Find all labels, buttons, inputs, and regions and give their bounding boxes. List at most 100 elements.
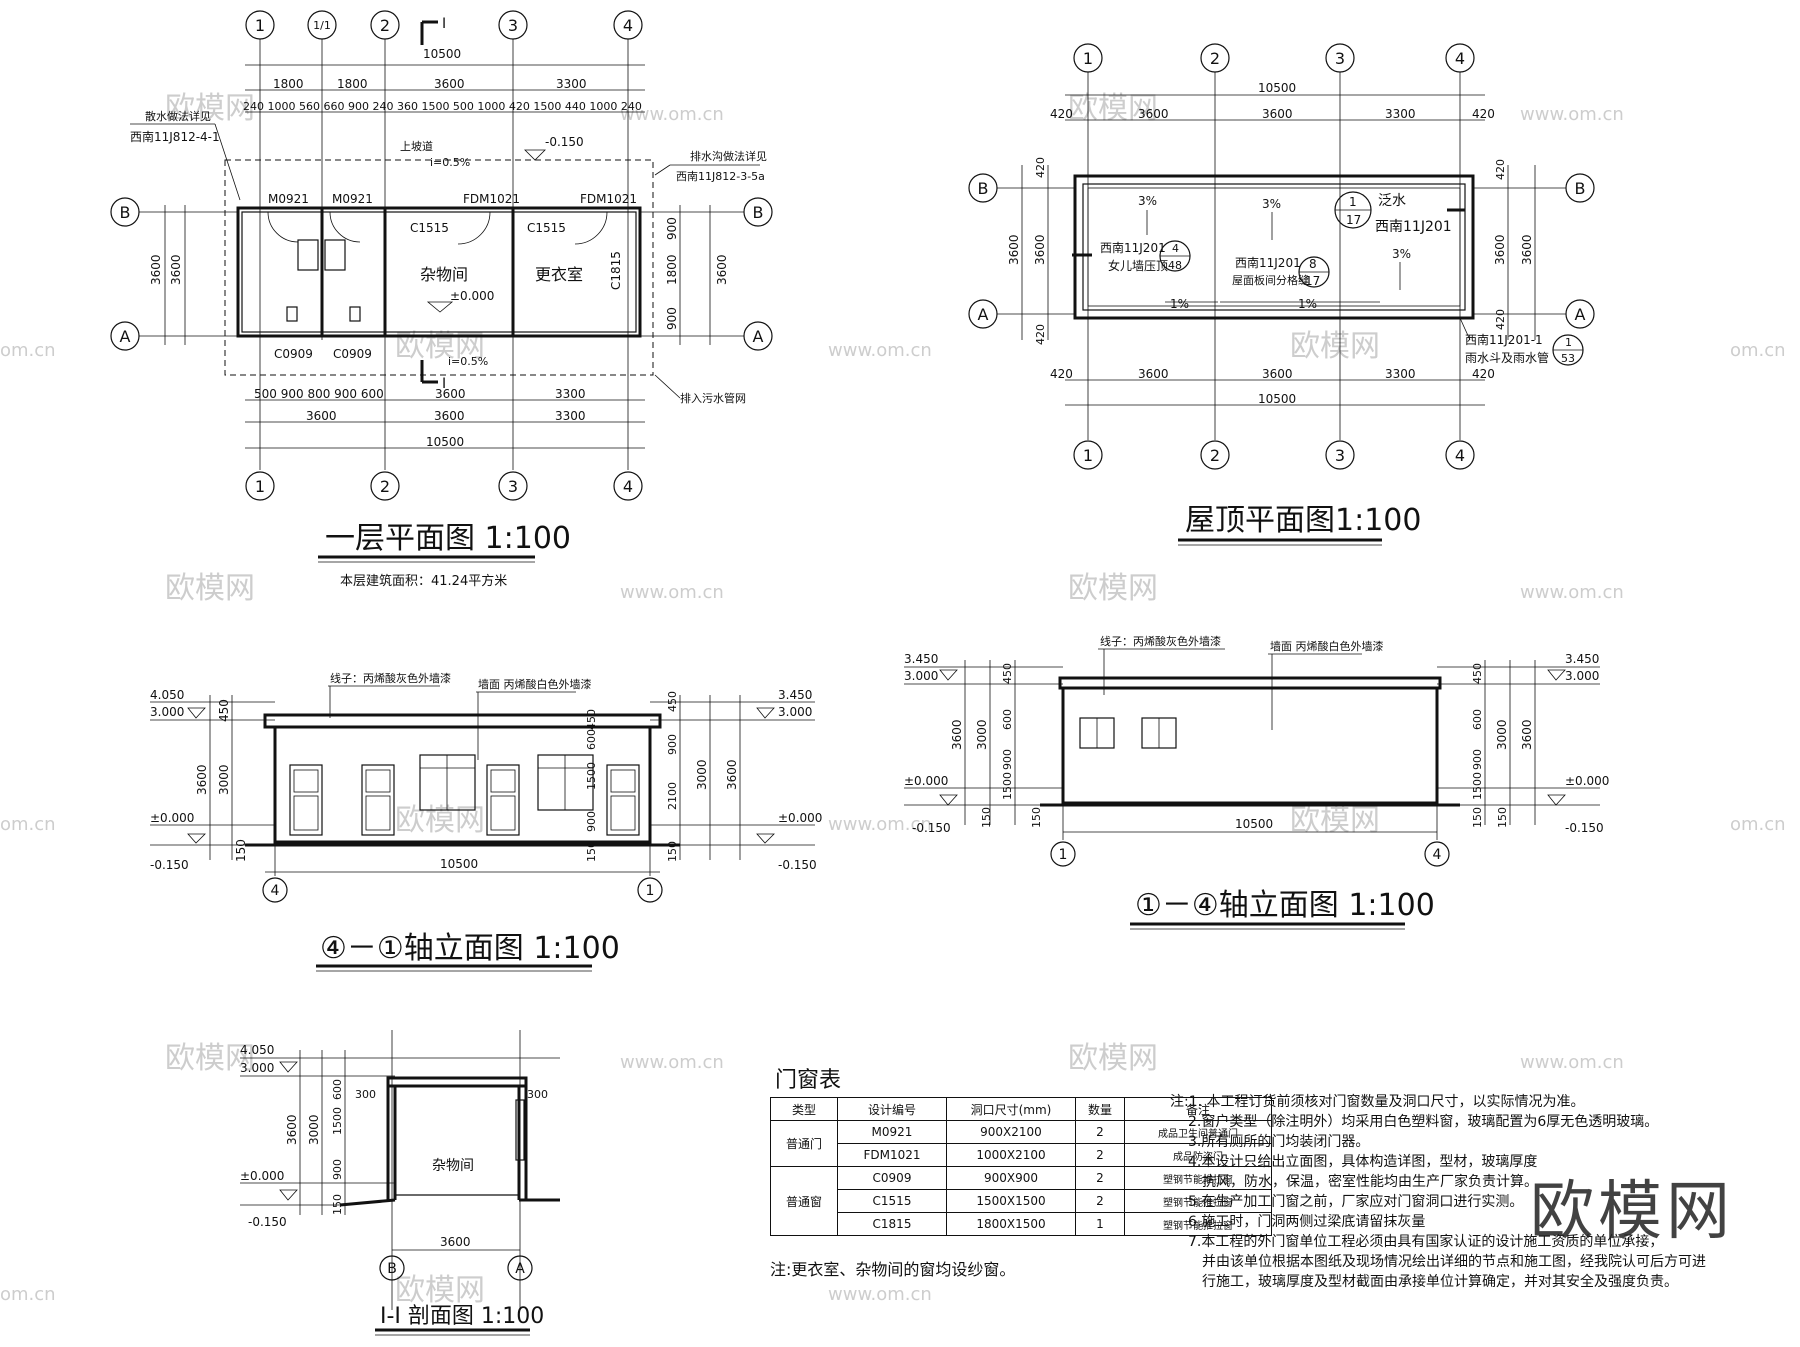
table-cell: 1 (1075, 1212, 1125, 1236)
axis-bubble: A (507, 1255, 533, 1281)
note-line: 注:1. 本工程订货前须核对门窗数量及洞口尺寸，以实际情况为准。 (1170, 1094, 1585, 1110)
dim: 3600 (1138, 107, 1169, 121)
ref-label: 屋面板间分格缝 (1232, 273, 1309, 287)
svg-text:A: A (515, 1261, 525, 1277)
dim: 3600 (434, 77, 465, 91)
dim: 900 (1471, 749, 1484, 770)
dim: 3600 (169, 254, 183, 285)
level-label: 3.000 (904, 669, 938, 683)
svg-text:2: 2 (1210, 446, 1220, 465)
note-line: 2.窗户类型（除注明外）均采用白色塑料窗，玻璃配置为6厚无色透明玻璃。 (1188, 1114, 1659, 1130)
table-cell: 2 (1075, 1143, 1125, 1167)
level-label: ±0.000 (1565, 774, 1609, 788)
dim: 3300 (555, 387, 586, 401)
level-label: 3.450 (778, 688, 812, 702)
window-label: C0909 (333, 347, 372, 361)
dim: 150 (1471, 807, 1484, 828)
dim: 420 (1034, 157, 1047, 178)
note-line: 7.本工程的外门窗单位工程必须由具有国家认证的设计施工资质的单位承接， (1188, 1234, 1664, 1250)
level-label: -0.150 (912, 821, 951, 835)
dim-row: 240 1000 560 660 900 240 360 1500 500 10… (243, 100, 642, 113)
dim-total-top: 10500 (423, 47, 461, 61)
dim: 3300 (555, 409, 586, 423)
svg-text:2: 2 (1210, 49, 1220, 68)
dim: 450 (217, 699, 231, 722)
dim: 3600 (725, 759, 739, 790)
dim: 900 (665, 217, 679, 240)
door-window-table: 类型 设计编号 洞口尺寸(mm) 数量 备注 普通门 M0921 900X210… (770, 1097, 1272, 1236)
axis-bubble: 1 (245, 471, 275, 501)
table-header: 洞口尺寸(mm) (946, 1097, 1076, 1121)
dim: 3600 (434, 409, 465, 423)
slope-label: 1% (1298, 297, 1317, 311)
ref-code: 西南11J201-1 (1465, 332, 1543, 347)
svg-text:1: 1 (646, 883, 655, 899)
callout-ref: 西南11J812-3-5a (676, 170, 765, 183)
callout-ref: 西南11J812-4-1 (130, 129, 220, 144)
window-label: C1515 (527, 221, 566, 235)
axis-bubble: B (743, 197, 773, 227)
watermark-url: om.cn (1730, 814, 1786, 835)
level-label: ±0.000 (150, 811, 194, 825)
ref-label: 女儿墙压顶 (1108, 258, 1168, 273)
door-label: FDM1021 (463, 192, 520, 206)
slope-label: 1% (1170, 297, 1189, 311)
ref-code: 西南11J201 (1235, 255, 1301, 270)
table-cell: FDM1021 (837, 1143, 947, 1167)
watermark-brand: 欧模网 (165, 91, 255, 126)
dim-total: 10500 (1258, 392, 1296, 406)
dim: 420 (1050, 107, 1073, 121)
callout-label: 排水沟做法详见 (690, 149, 767, 163)
dim: 420 (1472, 107, 1495, 121)
dim: 1800 (273, 77, 304, 91)
axis-bubble: A (1565, 299, 1595, 329)
dim-total: 10500 (426, 435, 464, 449)
floor-plan-1: 1 1/1 2 3 4 I 10500 1800 1800 3600 3300 … (110, 10, 773, 589)
table-cell: 900X900 (946, 1166, 1076, 1190)
ref-label: 泛水 (1378, 193, 1406, 209)
axis-bubble: 4 (613, 10, 643, 40)
table-cell: 塑钢节能推拉窗 (1124, 1212, 1272, 1236)
watermark-brand: 欧模网 (1068, 1041, 1158, 1076)
table-cell: C0909 (837, 1166, 947, 1190)
svg-text:3: 3 (508, 477, 518, 496)
table-cell: 1800X1500 (946, 1212, 1076, 1236)
note-line: 5.在生产加工门窗之前，厂家应对门窗洞口进行实测。 (1188, 1194, 1524, 1210)
svg-text:A: A (120, 327, 131, 346)
dim: 420 (1050, 367, 1073, 381)
table-cell: 2 (1075, 1120, 1125, 1144)
door-window-table-title: 门窗表 (775, 1068, 842, 1093)
section-mark-bottom: I (420, 360, 446, 392)
dim: 450 (585, 709, 598, 730)
dim: 3000 (1495, 719, 1509, 750)
axis-bubble: 2 (1200, 43, 1230, 73)
table-cell: M0921 (837, 1120, 947, 1144)
dim: 3600 (1520, 234, 1534, 265)
svg-text:B: B (978, 179, 989, 198)
dim: 2100 (666, 782, 679, 810)
dim: 3600 (1493, 234, 1507, 265)
roof-plan: 1 2 3 4 10500 420 3600 3600 3300 420 B A… (968, 43, 1595, 546)
axis-bubble: B (968, 173, 998, 203)
dim: 3600 (195, 764, 209, 795)
axis-bubble: 2 (370, 471, 400, 501)
dim: 150 (1030, 807, 1043, 828)
dim: 900 (666, 734, 679, 755)
dim: 1500 (1001, 772, 1014, 800)
level-label: -0.150 (248, 1215, 287, 1229)
window-label: C0909 (274, 347, 313, 361)
svg-text:3: 3 (508, 16, 518, 35)
axis-bubble: 3 (1325, 440, 1355, 470)
dim: 3600 (1262, 367, 1293, 381)
note-line: 4.本设计只给出立面图，具体构造详图，型材，玻璃厚度 (1188, 1154, 1538, 1170)
level-label: ±0.000 (450, 289, 494, 303)
table-cell: 2 (1075, 1166, 1125, 1190)
finish-note: 墙面 丙烯酸白色外墙漆 (1270, 639, 1384, 653)
table-cell: 普通窗 (770, 1166, 838, 1236)
dim: 600 (1471, 709, 1484, 730)
table-row: 普通窗 C0909 900X900 2 塑钢节能推拉窗 (770, 1166, 1272, 1236)
watermark-brand: 欧模网 (165, 571, 255, 606)
svg-text:17: 17 (1346, 213, 1361, 227)
dim: 150 (666, 841, 679, 862)
table-cell: 1500X1500 (946, 1189, 1076, 1213)
